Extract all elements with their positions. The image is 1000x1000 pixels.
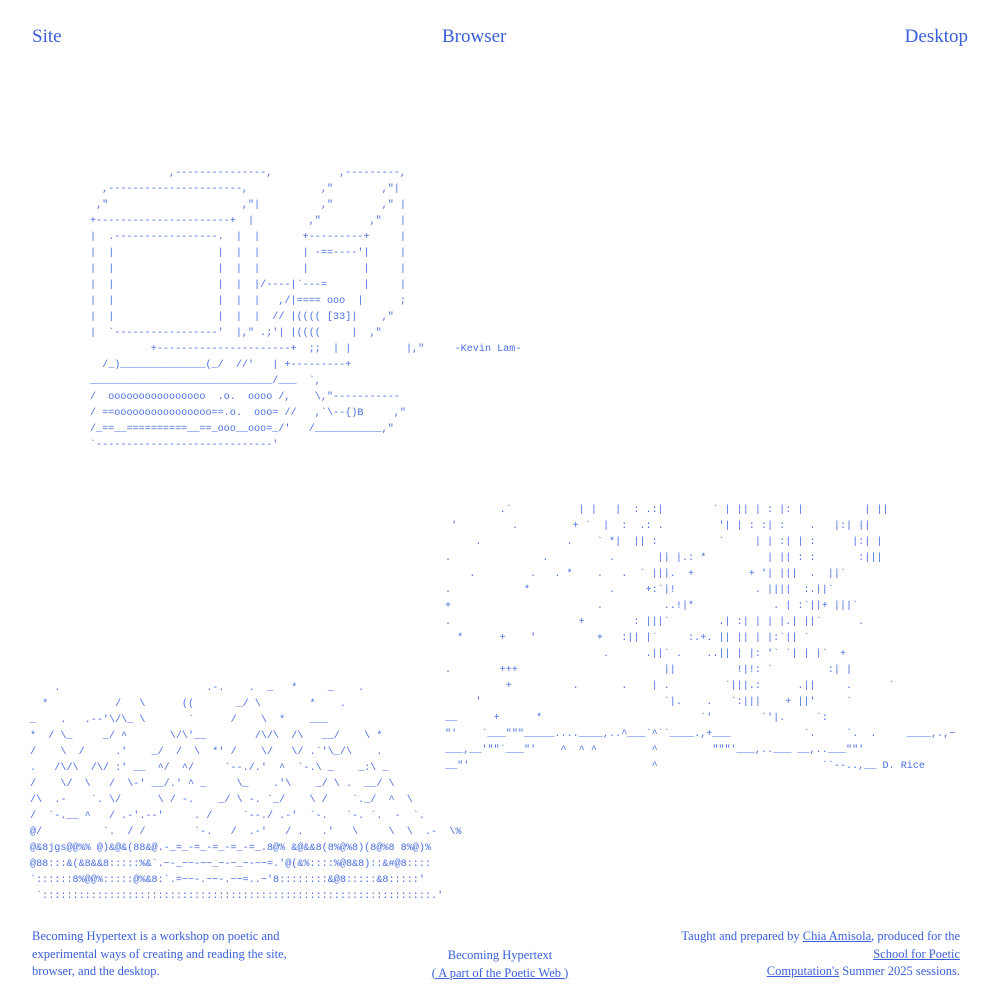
ascii-line: .` | | | : .:| ` | || | : |: | | || [445, 505, 889, 516]
credits-suffix: Summer 2025 sessions. [839, 964, 960, 978]
footer-center: Becoming Hypertext ( A part of the Poeti… [0, 947, 1000, 982]
ascii-line: * / \_ _/ ^ \/\'__ /\/\ /\ __/ \ * [30, 731, 383, 742]
ascii-line: +----------------------+ | ," ," | [90, 216, 406, 227]
ascii-line: / \/ \ / \-' __/.' ^ _ \_ .'\ _/ \ . __/… [30, 779, 395, 790]
ascii-line: | | | | | | -==----'| | [90, 248, 406, 259]
ascii-line: __ + * `' `'|. `: [445, 713, 828, 724]
ascii-line: ' `|. . `:||| + ||' ` [445, 697, 853, 708]
ascii-line: . . ` *| || : ` | | :| | : |:| | [445, 537, 883, 548]
ascii-line: | | | | | | | | [90, 264, 406, 275]
ascii-line: "' `___"""_____....____,..^___`^``____.,… [445, 729, 956, 740]
ascii-line: ," ,"| ," ," | [90, 200, 406, 211]
ascii-line: @88:::&(&8&&8:::::%&`.~-_~~-~~_~-~_~-~~=… [30, 859, 432, 870]
ascii-line: @/ `. / / `-. / .-' / . .' \ \ \ .- \% [30, 827, 462, 838]
ascii-line: . /\/\ /\/ :' __ ^/ ^/ `--./.' ^ `-.\ _ … [30, 763, 389, 774]
credits-prefix: Taught and prepared by [681, 929, 803, 943]
ascii-line: . .||` . ..|| | |: '` `| | |` + [445, 649, 847, 660]
ascii-line: / \ / .' _/ / \ *' / \/ \/ .`'\_/\ . [30, 747, 383, 758]
nav-browser-link[interactable]: Browser [442, 26, 507, 47]
ascii-line: @&8jgs@@%% @)&@&(88&@.-_=_-=_-=_-=_-=_.8… [30, 843, 432, 854]
ascii-line: | | | | | ,/|==== ooo | ; [90, 296, 406, 307]
ascii-line: `:::::::::::::::::::::::::::::::::::::::… [30, 891, 444, 902]
ascii-line: /_==__==========__==_ooo__ooo=_/' /_____… [90, 424, 394, 435]
ascii-line: ,----------------------, ," ,"| [90, 184, 400, 195]
ascii-line: _ . .--'\/\_ \ ` / \ * ___ [30, 715, 328, 726]
ascii-line: ,---------------, ,---------, [90, 168, 406, 179]
ascii-line: +----------------------+ ;; | | |," -Kev… [90, 344, 522, 355]
ascii-line: | .-----------------. | | +---------+ | [90, 232, 406, 243]
ascii-line: . * . +:`|! . |||| :.||` [445, 585, 834, 596]
credits-mid: , produced for the [871, 929, 960, 943]
ascii-art-mountains: . .-. . _ * _ . * / \ (( _/ \ * . _ . .--… [30, 681, 461, 905]
chia-amisola-link[interactable]: Chia Amisola [802, 929, 872, 943]
nav-site-link[interactable]: Site [32, 26, 62, 47]
ascii-line: / `-.__ ^ / .-'.--' . / `--./ .-' `-. `-… [30, 811, 425, 822]
ascii-line: . . . * . . ` |||. + + '| ||| . ||` [445, 569, 847, 580]
ascii-line: | | | | |/----|`---= | | [90, 280, 406, 291]
ascii-line: . .-. . _ * _ . [30, 683, 365, 694]
nav-desktop-link[interactable]: Desktop [904, 26, 968, 47]
ascii-line: | `-----------------' |," .;'| |(((( | ,… [90, 328, 382, 339]
ascii-line: ______________________________/___ `, [90, 376, 321, 387]
footer-title: Becoming Hypertext [447, 948, 553, 962]
ascii-line: / oooooooooooooooo .o. oooo /, \,"------… [90, 392, 400, 403]
ascii-art-night-sky: .` | | | : .:| ` | || | : |: | | || ' . … [445, 503, 955, 775]
ascii-line: | | | | | // |(((( [33]| ," [90, 312, 394, 323]
ascii-line: + . ..!|* . | :`||+ |||` [445, 601, 859, 612]
ascii-line: `-----------------------------' [90, 440, 279, 451]
ascii-line: * + ' + :|| |` :.+. || || | |:`|| ` [445, 633, 810, 644]
poetic-web-link[interactable]: ( A part of the Poetic Web ) [431, 965, 569, 980]
ascii-line: /\ .- `. \/ \ / -. _/ \ -. `_/ \ / `._/ … [30, 795, 413, 806]
ascii-line: + . . | . `|||.: .|| . ` [445, 681, 895, 692]
sfpc-link[interactable]: School for Poetic [873, 946, 960, 961]
ascii-line: . . . || |.: * | || : : :||| [445, 553, 883, 564]
ascii-line: `::::::8%@@%:::::@%&8:`.=~~-.~~-.~~=..~'… [30, 875, 425, 886]
sfpc-link-continued[interactable]: Computation's [766, 964, 840, 978]
ascii-art-computer: ,---------------, ,---------, ,---------… [90, 166, 521, 454]
credits: Taught and prepared by Chia Amisola, pro… [681, 928, 960, 981]
ascii-line: __"' ^ ``--..,__ D. Rice [445, 761, 926, 772]
ascii-line: ___,__'""`___"' ^ ^ ^ ^ """'___,..___ __… [445, 745, 865, 756]
ascii-line: / ==oooooooooooooooo==.o. ooo= // ,`\--{… [90, 408, 406, 419]
ascii-line: ' . + ` | : .: . '| | : :| : . |:| || [445, 521, 871, 532]
ascii-line: /_)______________(_/ //' | +---------+ [90, 360, 352, 371]
ascii-line: . + : |||` .| :| | | |.| ||` . [445, 617, 865, 628]
workshop-description: Becoming Hypertext is a workshop on poet… [32, 929, 287, 978]
ascii-line: * / \ (( _/ \ * . [30, 699, 346, 710]
ascii-line: . +++ || !|!: ` :| | [445, 665, 853, 676]
